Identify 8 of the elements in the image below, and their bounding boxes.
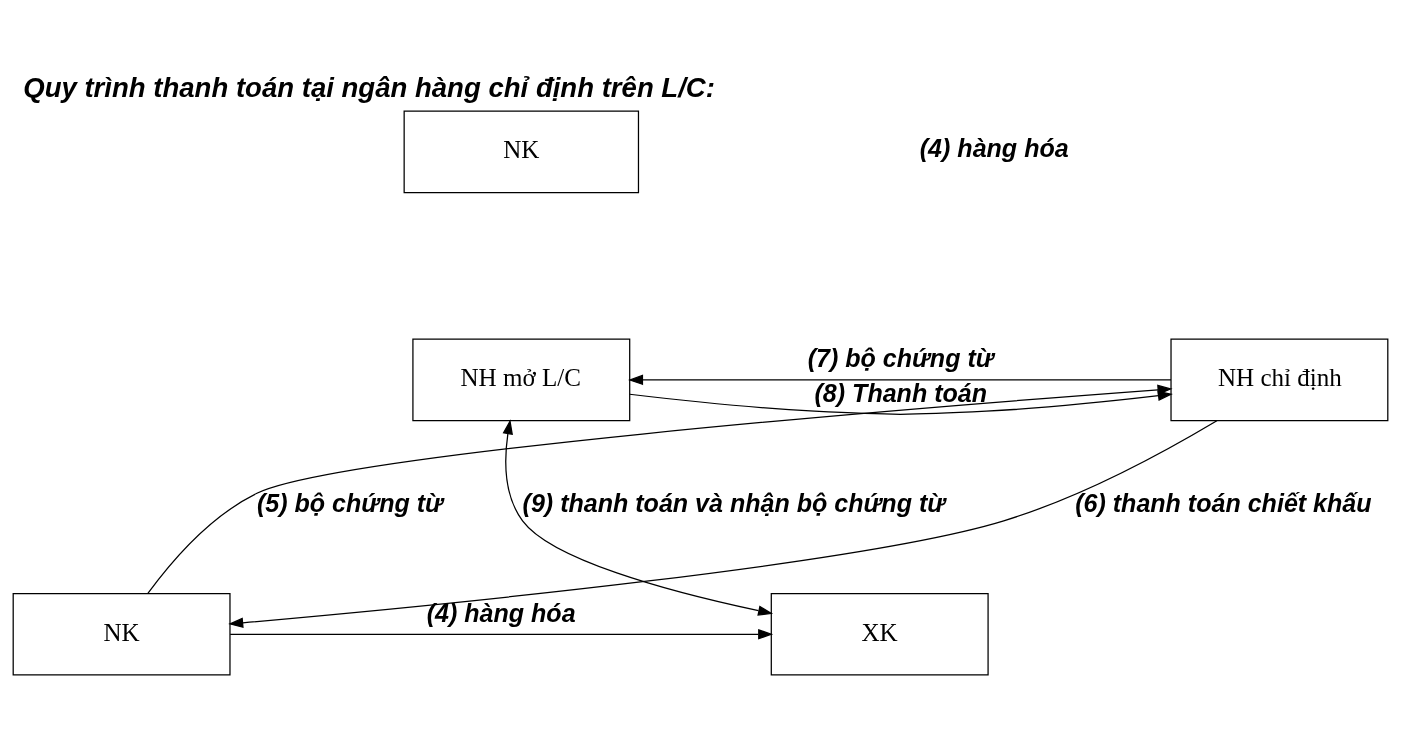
- edge-label: (7) bộ chứng từ: [807, 343, 994, 372]
- edge-label: (5) bộ chứng từ: [256, 488, 443, 517]
- edge-label: (6) thanh toán chiết khấu: [1075, 488, 1372, 517]
- diagram-title: Quy trình thanh toán tại ngân hàng chỉ định trên L/C:: [23, 71, 715, 103]
- edge-label: (8) Thanh toán: [814, 378, 988, 407]
- edge-label: (4) hàng hóa: [426, 598, 576, 627]
- edge-label: (9) thanh toán và nhận bộ chứng từ: [522, 488, 946, 517]
- label: (4) hàng hóa: [919, 133, 1069, 162]
